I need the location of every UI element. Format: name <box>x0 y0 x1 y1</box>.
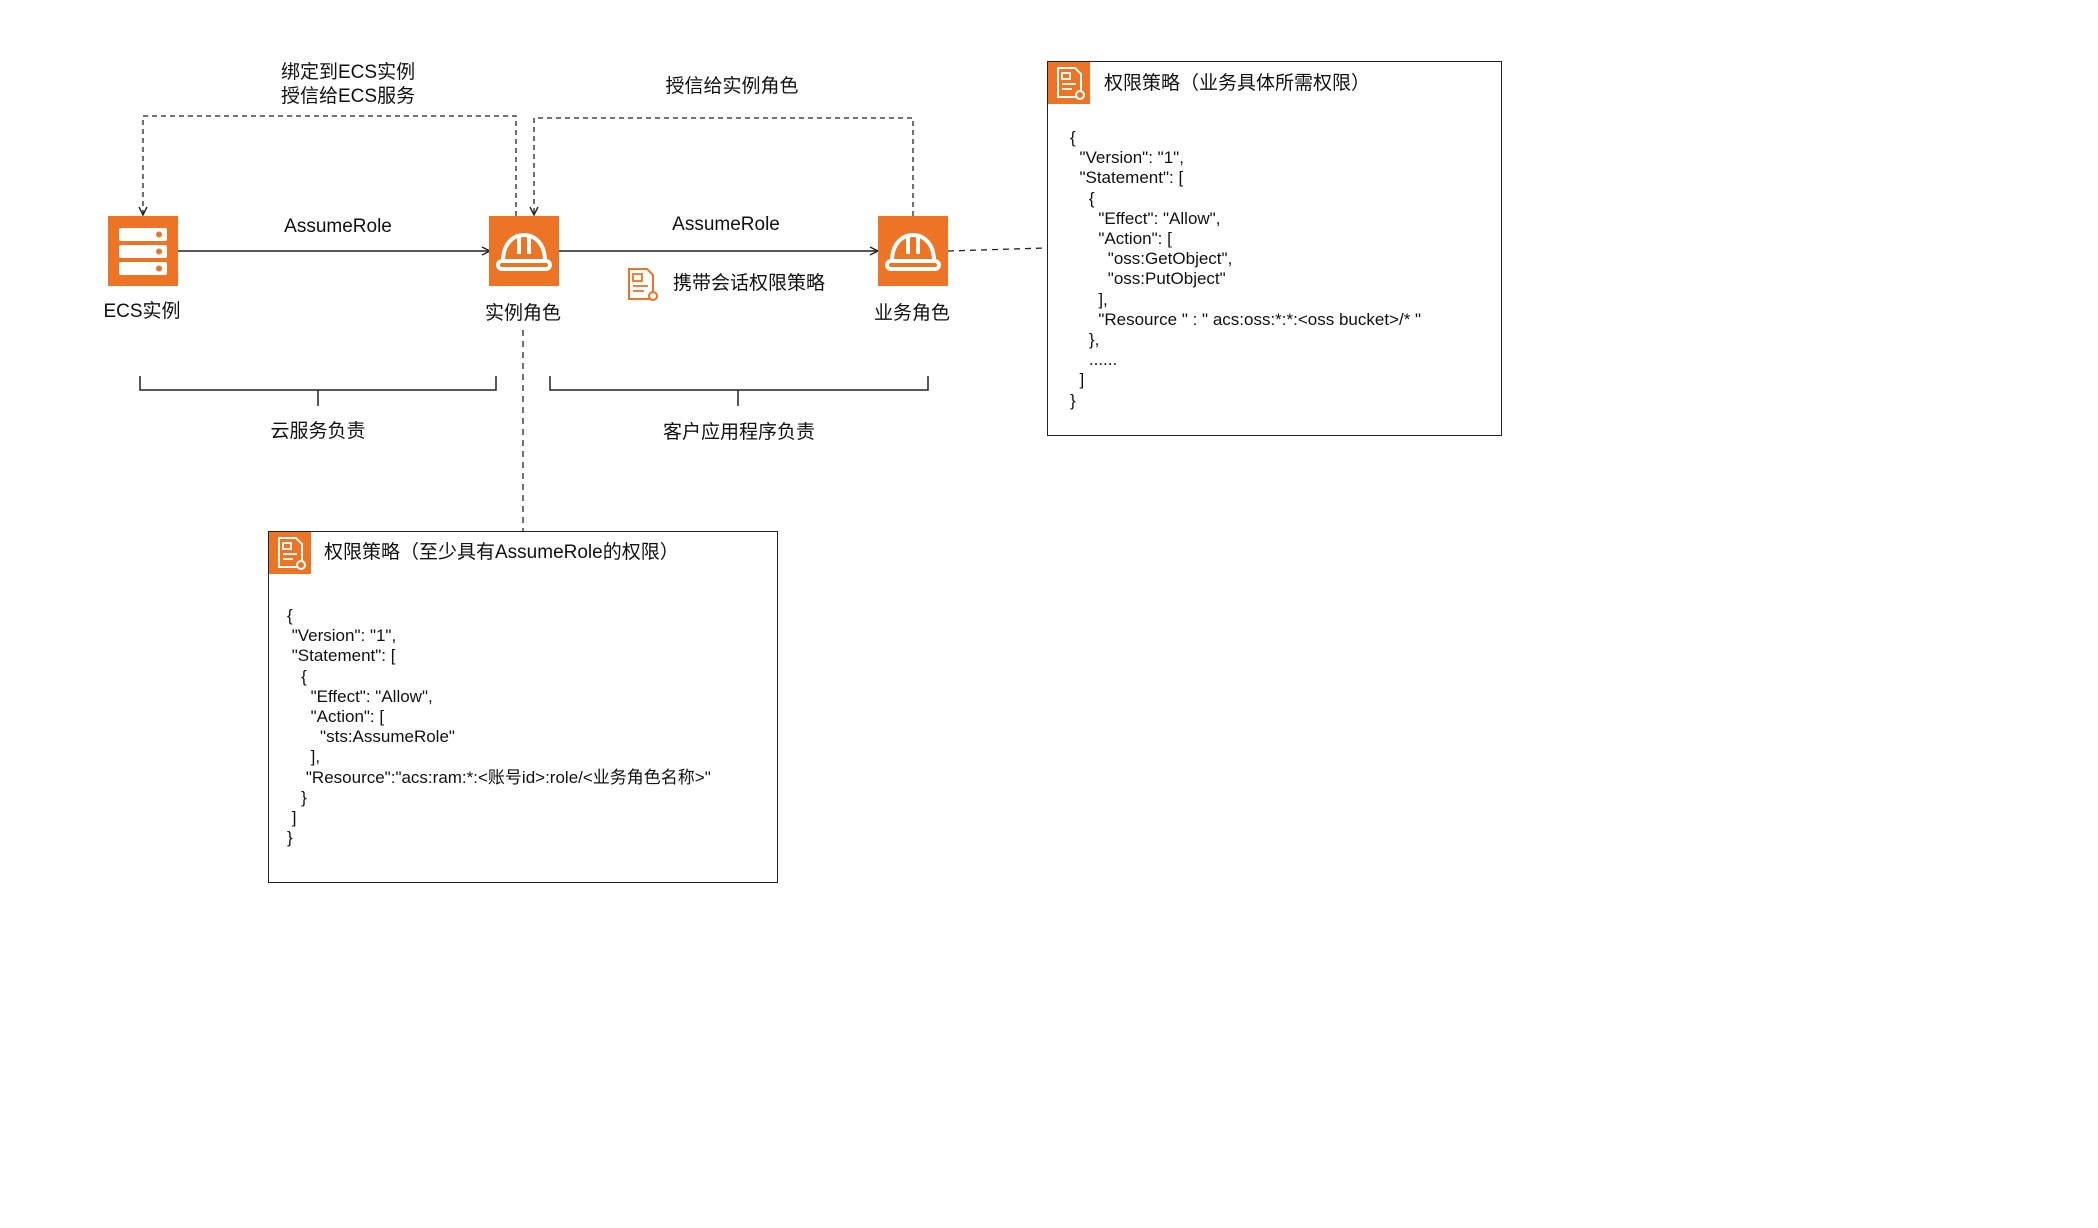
instance-role-label: 实例角色 <box>484 303 562 324</box>
policy-json-line: "Version": "1", <box>287 626 397 646</box>
policy-json-line: ] <box>287 808 297 827</box>
policy-json-line: "oss:PutObject" <box>1070 269 1226 289</box>
policy-json-line: }, <box>1070 330 1100 349</box>
customer-app-responsibility-label: 客户应用程序负责 <box>662 422 816 443</box>
hard-hat-icon <box>885 232 941 271</box>
ram-role-diagram: ECS实例 实例角色 业务角色 AssumeRole AssumeRole 绑定… <box>0 61 1502 883</box>
cloud-service-responsibility-label: 云服务负责 <box>270 421 366 442</box>
policy-json-line: "Version": "1", <box>1070 148 1184 168</box>
business-policy-box: 权限策略（业务具体所需权限） { "Version": "1", "Statem… <box>1047 61 1502 436</box>
instance-role-node[interactable] <box>489 216 559 286</box>
policy-json-line: ] <box>1070 370 1085 390</box>
policy-document-icon <box>628 268 658 301</box>
policy-json-line: "Statement": [ <box>1070 168 1184 188</box>
ecs-instance-label: ECS实例 <box>103 301 181 322</box>
connector-layer <box>0 115 1047 531</box>
policy-json-line: { <box>287 606 293 625</box>
policy-json-line: { <box>1070 188 1095 208</box>
customer-app-brace <box>549 376 929 406</box>
bind-ecs-dashed-connector <box>143 115 517 216</box>
policy-json-line: "Statement": [ <box>287 646 396 666</box>
policy-document-icon <box>1048 62 1090 104</box>
instance-policy-box: 权限策略（至少具有AssumeRole的权限） { "Version": "1"… <box>268 531 778 883</box>
policy-json-line: "Action": [ <box>1070 229 1172 248</box>
policy-json-line: "Resource " : " acs:oss:*:*:<oss bucket>… <box>1070 309 1422 329</box>
policy-json-line: ...... <box>1070 350 1118 370</box>
policy-json-line: "Effect": "Allow", <box>1070 208 1221 228</box>
business-role-node[interactable] <box>878 216 948 286</box>
policy-json-line: "sts:AssumeRole" <box>287 727 455 747</box>
policy-json-line: { <box>287 666 307 686</box>
policy-json-line: } <box>287 787 307 807</box>
ecs-instance-node[interactable] <box>108 216 178 286</box>
bind-ecs-label-line1: 绑定到ECS实例 <box>281 62 416 83</box>
trust-instance-role-label: 授信给实例角色 <box>665 76 799 97</box>
policy-json-line: ], <box>287 747 321 767</box>
policy-json-line: } <box>1070 390 1076 410</box>
assume-role-label-2: AssumeRole <box>672 214 780 235</box>
policy-json-line: "Resource":"acs:ram:*:<账号id>:role/<业务角色名… <box>287 767 711 787</box>
business-role-label: 业务角色 <box>873 303 951 324</box>
trust-role-dashed-connector <box>534 117 914 216</box>
server-icon <box>119 228 167 275</box>
session-policy-label: 携带会话权限策略 <box>673 273 826 294</box>
policy-json-line: ], <box>1070 289 1108 309</box>
policy-json-line: "oss:GetObject", <box>1070 249 1233 269</box>
cloud-service-brace <box>139 376 497 406</box>
instance-policy-title: 权限策略（至少具有AssumeRole的权限） <box>324 542 679 563</box>
policy-json-line: "Action": [ <box>287 707 385 726</box>
hard-hat-icon <box>496 232 552 271</box>
policy-json-line: "Effect": "Allow", <box>287 686 433 706</box>
assume-role-label-1: AssumeRole <box>284 216 392 237</box>
business-policy-title: 权限策略（业务具体所需权限） <box>1104 73 1371 94</box>
policy-json-line: { <box>1070 128 1076 147</box>
bind-ecs-label-line2: 授信给ECS服务 <box>281 86 416 107</box>
policy-document-icon <box>269 532 311 574</box>
business-policy-dashed-link <box>947 247 1047 252</box>
policy-json-line: } <box>287 828 293 848</box>
